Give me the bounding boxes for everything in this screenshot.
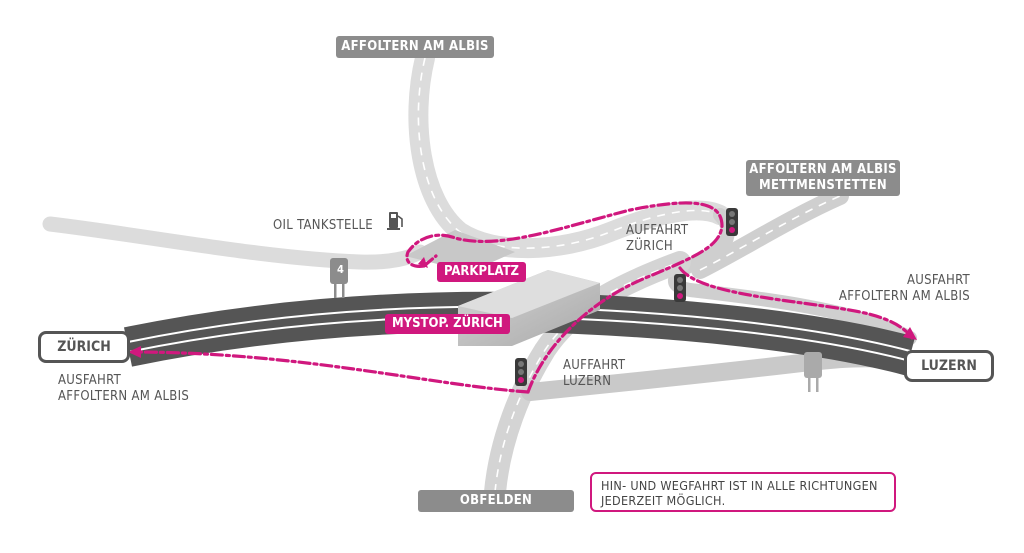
label-ausfahrt-east-line2: AFFOLTERN AM ALBIS (838, 289, 970, 304)
label-parkplatz: PARKPLATZ (437, 262, 527, 282)
motorway-post-west (330, 258, 348, 298)
access-note: HIN- UND WEGFAHRT IST IN ALLE RICHTUNGEN… (590, 472, 896, 512)
sign-obfelden: OBFELDEN (418, 490, 574, 512)
traffic-light-zurich-ramp (726, 208, 738, 236)
traffic-light-luzern-ramp (515, 358, 527, 386)
route-from-obfelden (405, 201, 724, 394)
parking-area (405, 230, 515, 272)
label-mystop-zurich: MYSTOP. ZÜRICH (385, 314, 510, 334)
road-obfelden-centerline (494, 261, 681, 493)
arrow-to-parking (418, 257, 428, 268)
sign-affoltern-am-albis: AFFOLTERN AM ALBIS (336, 36, 494, 58)
mystop-building-roof (458, 270, 600, 318)
route-to-luzern (678, 266, 914, 340)
label-ausfahrt-east-line1: AUSFAHRT (906, 273, 970, 288)
label-ausfahrt-west: AUSFAHRT AFFOLTERN AM ALBIS (58, 373, 189, 405)
city-zurich: ZÜRICH (38, 331, 130, 363)
arrow-to-zurich (128, 346, 141, 358)
access-note-line1: HIN- UND WEGFAHRT IST IN ALLE RICHTUNGEN (601, 478, 878, 493)
label-ausfahrt-west-line1: AUSFAHRT (58, 373, 122, 388)
label-auffahrt-zurich: AUFFAHRT ZÜRICH (626, 223, 688, 255)
route-to-zurich (130, 350, 530, 394)
label-auffahrt-luzern-line1: AUFFAHRT (563, 358, 626, 373)
access-note-line2: JEDERZEIT MÖGLICH. (601, 493, 726, 508)
fuel-pump-icon (387, 212, 403, 230)
label-auffahrt-zurich-line2: ZÜRICH (626, 239, 673, 254)
arrow-to-luzern (903, 327, 917, 340)
road-affoltern-north (408, 48, 730, 259)
road-mettmenstetten-centerline (699, 195, 841, 271)
sign-affoltern-mettmenstetten: AFFOLTERN AM ALBIS METTMENSTETTEN (746, 160, 900, 196)
label-ausfahrt-west-line2: AFFOLTERN AM ALBIS (58, 389, 190, 404)
sign-affoltern-mettmenstetten-line1: AFFOLTERN AM ALBIS (749, 162, 897, 177)
label-auffahrt-luzern-line2: LUZERN (563, 374, 612, 389)
label-auffahrt-zurich-line1: AUFFAHRT (626, 223, 689, 238)
motorway-post-east (804, 352, 822, 392)
local-road-west (42, 216, 428, 270)
city-luzern: LUZERN (904, 350, 994, 382)
sign-affoltern-mettmenstetten-line2: METTMENSTETTEN (759, 178, 887, 193)
motorway-post-number: 4 (337, 263, 345, 276)
label-auffahrt-luzern: AUFFAHRT LUZERN (563, 358, 625, 390)
label-oil-tankstelle: OIL TANKSTELLE (273, 218, 373, 233)
traffic-light-loop (674, 274, 686, 302)
label-ausfahrt-east: AUSFAHRT AFFOLTERN AM ALBIS (834, 273, 970, 305)
